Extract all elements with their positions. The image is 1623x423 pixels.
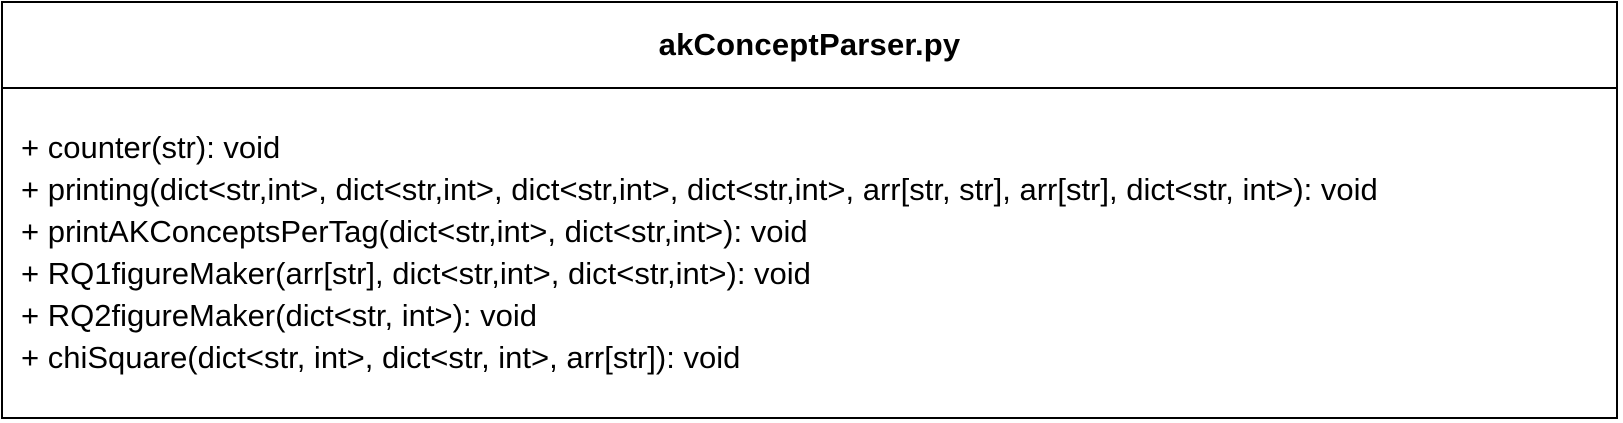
method-print-ak-concepts-per-tag: + printAKConceptsPerTag(dict<str,int>, d… bbox=[21, 214, 808, 249]
method-chi-square: + chiSquare(dict<str, int>, dict<str, in… bbox=[21, 340, 741, 375]
method-rq2-figure-maker: + RQ2figureMaker(dict<str, int>): void bbox=[21, 298, 538, 333]
method-printing: + printing(dict<str,int>, dict<str,int>,… bbox=[21, 172, 1378, 207]
method-list: + counter(str): void + printing(dict<str… bbox=[3, 89, 1616, 379]
class-header: akConceptParser.py bbox=[3, 3, 1616, 89]
method-rq1-figure-maker: + RQ1figureMaker(arr[str], dict<str,int>… bbox=[21, 256, 811, 291]
class-title: akConceptParser.py bbox=[658, 27, 961, 62]
method-counter: + counter(str): void bbox=[21, 130, 281, 165]
